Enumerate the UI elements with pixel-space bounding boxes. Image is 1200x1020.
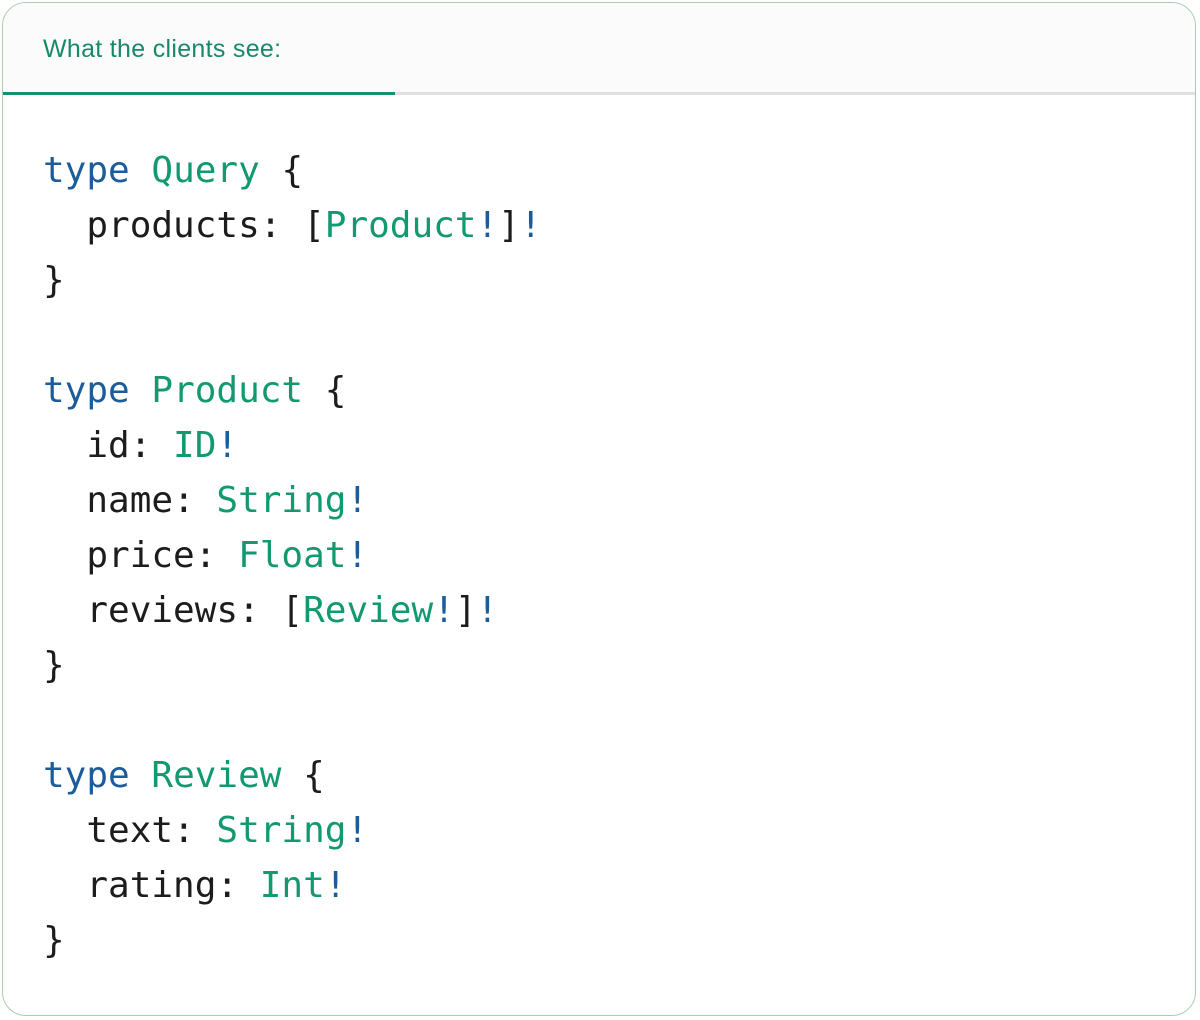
code-token-plain: { [303, 370, 347, 411]
code-token-type: Int [259, 865, 325, 906]
code-token-type: ID [173, 425, 217, 466]
code-token-plain [130, 370, 152, 411]
code-token-plain: products: [ [43, 205, 325, 246]
code-token-keyword: type [43, 370, 130, 411]
code-token-plain: rating: [43, 865, 260, 906]
code-token-keyword: ! [324, 865, 347, 906]
code-token-type: String [216, 810, 347, 851]
code-token-plain [130, 755, 152, 796]
code-line [43, 693, 1165, 748]
code-line: text: String! [43, 803, 1165, 858]
code-token-keyword: type [43, 150, 130, 191]
code-token-type: Product [151, 370, 304, 411]
code-token-type: Float [238, 535, 347, 576]
code-token-keyword: ! [346, 810, 369, 851]
tab-what-clients-see[interactable]: What the clients see: [43, 35, 282, 63]
code-token-keyword: ! [433, 590, 455, 631]
code-line: reviews: [Review!]! [43, 583, 1165, 638]
code-token-type: Query [151, 150, 260, 191]
code-token-keyword: ! [519, 205, 542, 246]
code-token-type: Review [151, 755, 282, 796]
code-line: } [43, 913, 1165, 968]
code-token-plain [130, 150, 152, 191]
code-token-plain: price: [43, 535, 239, 576]
code-token-plain: } [43, 645, 65, 686]
code-line: price: Float! [43, 528, 1165, 583]
code-token-plain: } [43, 260, 65, 301]
code-token-type: Product [324, 205, 477, 246]
code-token-plain: { [281, 755, 325, 796]
code-line [43, 308, 1165, 363]
code-token-plain: { [259, 150, 304, 191]
code-token-plain: name: [43, 480, 217, 521]
code-token-plain: ] [498, 205, 520, 246]
code-token-plain: id: [43, 425, 174, 466]
code-token-plain: } [43, 920, 65, 961]
code-line: } [43, 638, 1165, 693]
code-token-plain: reviews: [ [43, 590, 304, 631]
active-tab-indicator [3, 92, 395, 95]
code-line: } [43, 253, 1165, 308]
code-line: products: [Product!]! [43, 198, 1165, 253]
code-token-plain: text: [43, 810, 217, 851]
code-line: type Product { [43, 363, 1165, 418]
code-line: rating: Int! [43, 858, 1165, 913]
schema-code-block: type Query { products: [Product!]!}type … [3, 92, 1195, 1008]
code-token-keyword: ! [476, 205, 499, 246]
code-line: id: ID! [43, 418, 1165, 473]
code-line: type Review { [43, 748, 1165, 803]
tab-bar: What the clients see: [3, 3, 1195, 92]
code-token-keyword: ! [346, 480, 369, 521]
code-token-keyword: ! [216, 425, 239, 466]
code-line: type Query { [43, 143, 1165, 198]
code-token-plain: ] [454, 590, 477, 631]
code-token-type: Review [303, 590, 434, 631]
code-token-type: String [216, 480, 347, 521]
code-token-keyword: ! [476, 590, 499, 631]
tab-bar-divider [3, 92, 1195, 95]
code-token-keyword: ! [346, 535, 369, 576]
code-token-keyword: type [43, 755, 130, 796]
code-line: name: String! [43, 473, 1165, 528]
